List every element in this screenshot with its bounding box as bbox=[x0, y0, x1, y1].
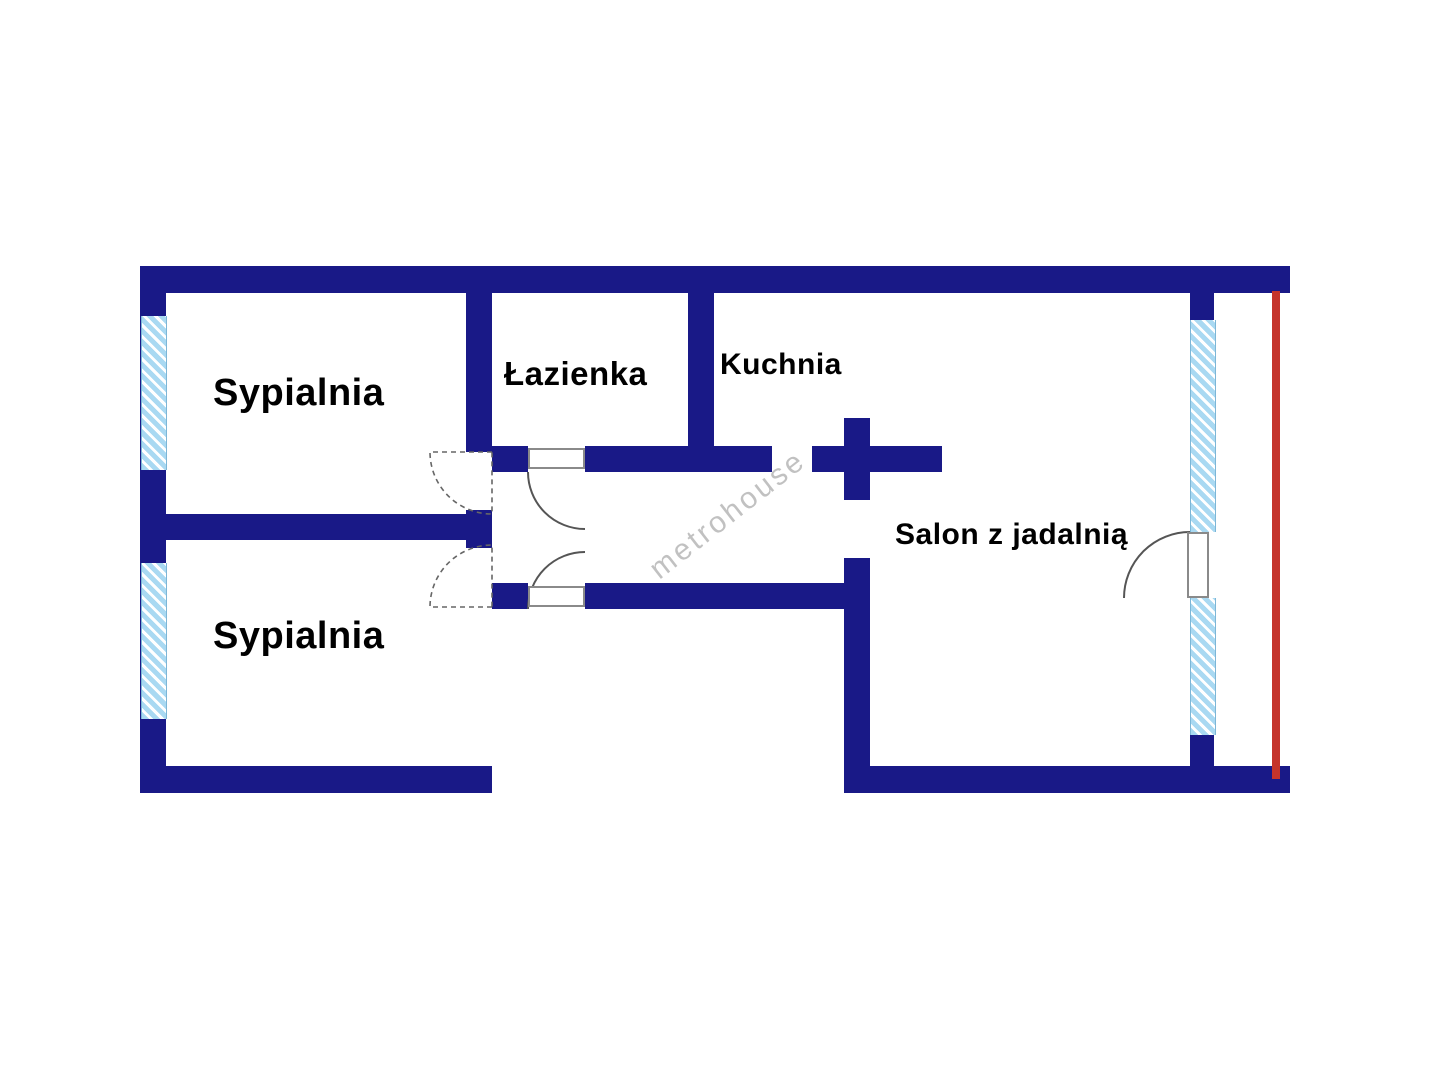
wall-kitchen-cross-vertical bbox=[844, 418, 870, 500]
wall-bottom-left bbox=[140, 766, 492, 793]
wall-livingroom-east-top-stub bbox=[1190, 266, 1214, 320]
window-bedroom-2 bbox=[141, 563, 167, 719]
wall-corridor-south-left bbox=[492, 583, 528, 609]
wall-corridor-south-right bbox=[585, 583, 869, 609]
bedroom-2-door-arc bbox=[429, 544, 493, 608]
balcony-door-leaf bbox=[1187, 532, 1209, 598]
wall-bedroom-east-mid bbox=[466, 510, 492, 548]
room-label-kitchen: Kuchnia bbox=[720, 348, 842, 381]
wall-kitchen-south-stub bbox=[714, 446, 772, 472]
bathroom-door-leaf bbox=[528, 448, 585, 469]
wall-bottom-right bbox=[844, 766, 1290, 793]
bedroom-1-door-arc bbox=[429, 451, 493, 515]
room-label-living-room: Salon z jadalnią bbox=[895, 518, 1129, 551]
wall-bathroom-south-left bbox=[492, 446, 528, 472]
room-label-bedroom-1: Sypialnia bbox=[213, 372, 385, 414]
wall-kitchen-cross-horizontal bbox=[812, 446, 942, 472]
wall-top bbox=[140, 266, 1290, 293]
room-label-bedroom-2: Sypialnia bbox=[213, 615, 385, 657]
wall-livingroom-west bbox=[844, 558, 870, 793]
window-livingroom-upper bbox=[1190, 320, 1216, 532]
window-livingroom-lower bbox=[1190, 598, 1216, 735]
window-bedroom-1 bbox=[141, 316, 167, 470]
wall-livingroom-east-bottom-stub bbox=[1190, 735, 1214, 793]
balcony-door-arc bbox=[1123, 531, 1191, 599]
wall-bathroom-east bbox=[688, 266, 714, 472]
wall-bedroom-east-upper bbox=[466, 266, 492, 452]
entrance-door-leaf bbox=[528, 586, 585, 607]
balcony-edge-line bbox=[1272, 291, 1280, 779]
room-label-bathroom: Łazienka bbox=[504, 355, 648, 392]
wall-bedroom-divider bbox=[140, 514, 492, 540]
bathroom-door-arc bbox=[527, 471, 586, 530]
